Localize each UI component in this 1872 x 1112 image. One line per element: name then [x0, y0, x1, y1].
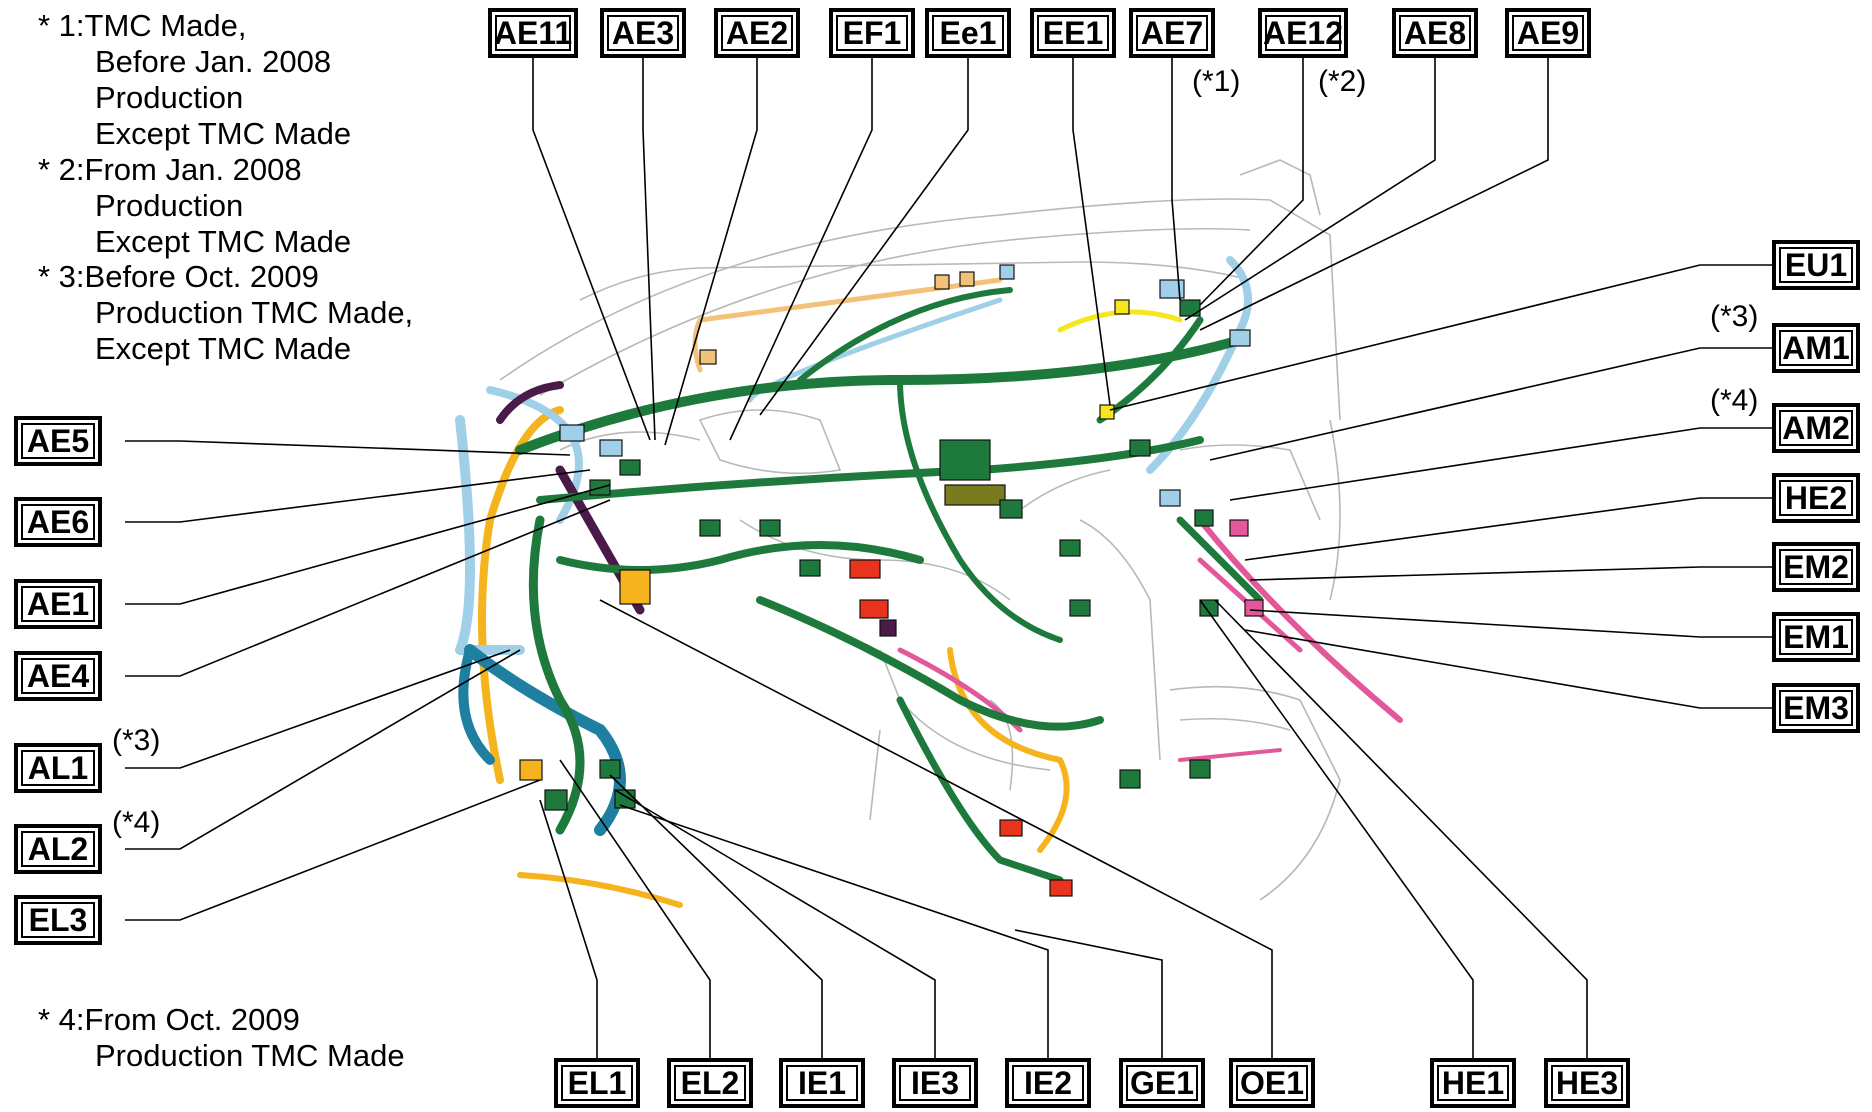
label-ae6: AE6 — [14, 497, 102, 547]
label-oe1: OE1 — [1229, 1058, 1315, 1108]
label-ie3: IE3 — [892, 1058, 978, 1108]
label-ae1: AE1 — [14, 579, 102, 629]
label-ie1: IE1 — [779, 1058, 865, 1108]
label-ee1-lower: Ee1 — [925, 8, 1011, 58]
label-ae9: AE9 — [1505, 8, 1591, 58]
label-ae3: AE3 — [600, 8, 686, 58]
label-ae8: AE8 — [1392, 8, 1478, 58]
label-ee1: EE1 — [1030, 8, 1116, 58]
note-1: * 1:TMC Made, Before Jan. 2008 Productio… — [38, 8, 352, 151]
label-em1: EM1 — [1772, 612, 1860, 662]
label-el3: EL3 — [14, 895, 102, 945]
leader-lines — [125, 57, 1772, 1062]
label-he3: HE3 — [1544, 1058, 1630, 1108]
label-em2: EM2 — [1772, 542, 1860, 592]
vehicle-outline — [499, 159, 1341, 901]
label-he1: HE1 — [1430, 1058, 1516, 1108]
label-eu1: EU1 — [1772, 240, 1860, 290]
label-ef1: EF1 — [829, 8, 915, 58]
note-4: * 4:From Oct. 2009 Production TMC Made — [38, 1002, 405, 1073]
label-em3: EM3 — [1772, 683, 1860, 733]
label-el2: EL2 — [667, 1058, 753, 1108]
label-ae2: AE2 — [714, 8, 800, 58]
label-am2: AM2 — [1772, 403, 1860, 453]
label-ae12: AE12 — [1258, 8, 1348, 58]
qualifier-al2: (*4) — [112, 806, 161, 839]
qualifier-am2: (*4) — [1710, 384, 1759, 417]
harness-bundles — [455, 256, 1403, 908]
note-3: * 3:Before Oct. 2009 Production TMC Made… — [38, 259, 414, 366]
label-ae4: AE4 — [14, 651, 102, 701]
label-he2: HE2 — [1772, 473, 1860, 523]
qualifier-am1: (*3) — [1710, 300, 1759, 333]
note-2: * 2:From Jan. 2008 Production Except TMC… — [38, 152, 352, 259]
label-am1: AM1 — [1772, 323, 1860, 373]
qualifier-ae12: (*2) — [1318, 65, 1367, 98]
label-ae7: AE7 — [1129, 8, 1215, 58]
label-el1: EL1 — [554, 1058, 640, 1108]
label-al2: AL2 — [14, 824, 102, 874]
label-ae5: AE5 — [14, 416, 102, 466]
label-al1: AL1 — [14, 743, 102, 793]
qualifier-al1: (*3) — [112, 724, 161, 757]
label-ie2: IE2 — [1005, 1058, 1091, 1108]
label-ge1: GE1 — [1119, 1058, 1205, 1108]
qualifier-ae7: (*1) — [1192, 65, 1241, 98]
label-ae11: AE11 — [488, 8, 578, 58]
